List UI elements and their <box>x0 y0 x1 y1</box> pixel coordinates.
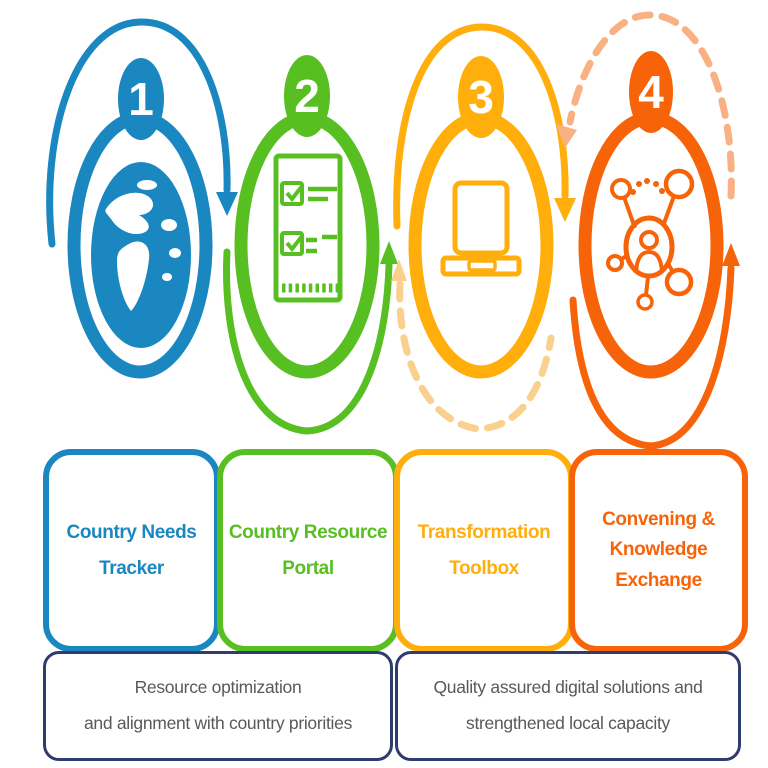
network-dots <box>630 178 665 195</box>
checklist-icon <box>273 153 343 303</box>
step-3-dashed-arc <box>396 280 555 433</box>
step-1-card: Country Needs Tracker <box>43 449 220 652</box>
step-3-card: Transformation Toolbox <box>394 449 574 652</box>
step-2-badge <box>284 55 330 137</box>
arrow-down-left-icon <box>556 124 577 148</box>
step-1-number: 1 <box>128 73 154 125</box>
outcome-line: Resource optimization <box>134 677 302 698</box>
step-4-badge <box>629 51 673 133</box>
step-4-graphic: 4 <box>556 11 740 450</box>
outcome-line: strengthened local capacity <box>466 713 670 733</box>
step-4-label-line: Convening & <box>602 508 715 530</box>
step-3-badge <box>458 56 504 138</box>
step-1-cycle-arc <box>46 18 231 248</box>
step-4-dashed-arc <box>566 11 735 200</box>
network-icon <box>606 168 695 311</box>
steps-graphic: 1 2 <box>46 11 740 450</box>
arrow-down-icon <box>554 198 576 222</box>
arrow-down-icon <box>216 192 238 216</box>
step-3-number: 3 <box>468 71 494 123</box>
laptop-icon <box>440 180 522 277</box>
step-1-graphic: 1 <box>46 18 238 379</box>
step-4-number: 4 <box>638 66 664 118</box>
outcome-line: Quality assured digital solutions and <box>433 677 703 698</box>
step-2-label-line: Country Resource <box>228 522 388 544</box>
step-4-label-line: Exchange <box>615 569 702 591</box>
step-4-cycle-arc <box>569 264 735 450</box>
step-2-label-line: Portal <box>282 557 334 579</box>
step-3-label-line: Transformation <box>417 522 551 544</box>
globe-icon <box>91 162 191 348</box>
step-4-label-line: Knowledge <box>609 539 708 561</box>
step-3-label: Transformation Toolbox <box>418 515 551 585</box>
step-1-label-line: Country Needs <box>66 522 197 544</box>
step-3-label-line: Toolbox <box>449 557 519 579</box>
step-4-ring <box>578 111 724 379</box>
step-2-cycle-arc <box>223 248 393 435</box>
step-3-ring <box>408 111 554 379</box>
step-2-label: Country Resource Portal <box>228 515 388 585</box>
arrow-up-icon <box>391 259 407 281</box>
step-3-graphic: 3 <box>391 23 576 433</box>
step-3-cycle-arc <box>393 23 569 230</box>
step-2-number: 2 <box>294 70 320 122</box>
step-2-graphic: 2 <box>223 55 398 435</box>
step-4-card: Convening & Knowledge Exchange <box>569 449 748 652</box>
arrow-up-icon <box>722 243 740 266</box>
outcome-box-quality-assured: Quality assured digital solutions and st… <box>395 651 741 761</box>
step-2-card: Country Resource Portal <box>217 449 399 652</box>
step-4-label: Convening & Knowledge Exchange <box>602 505 715 596</box>
outcome-line: and alignment with country priorities <box>83 713 353 733</box>
step-1-badge <box>118 58 164 140</box>
step-1-label: Country Needs Tracker <box>67 515 197 585</box>
step-1-label-line: Tracker <box>99 557 164 579</box>
arrow-up-icon <box>380 241 398 264</box>
outcome-box-resource-optimization: Resource optimization and alignment with… <box>43 651 393 761</box>
